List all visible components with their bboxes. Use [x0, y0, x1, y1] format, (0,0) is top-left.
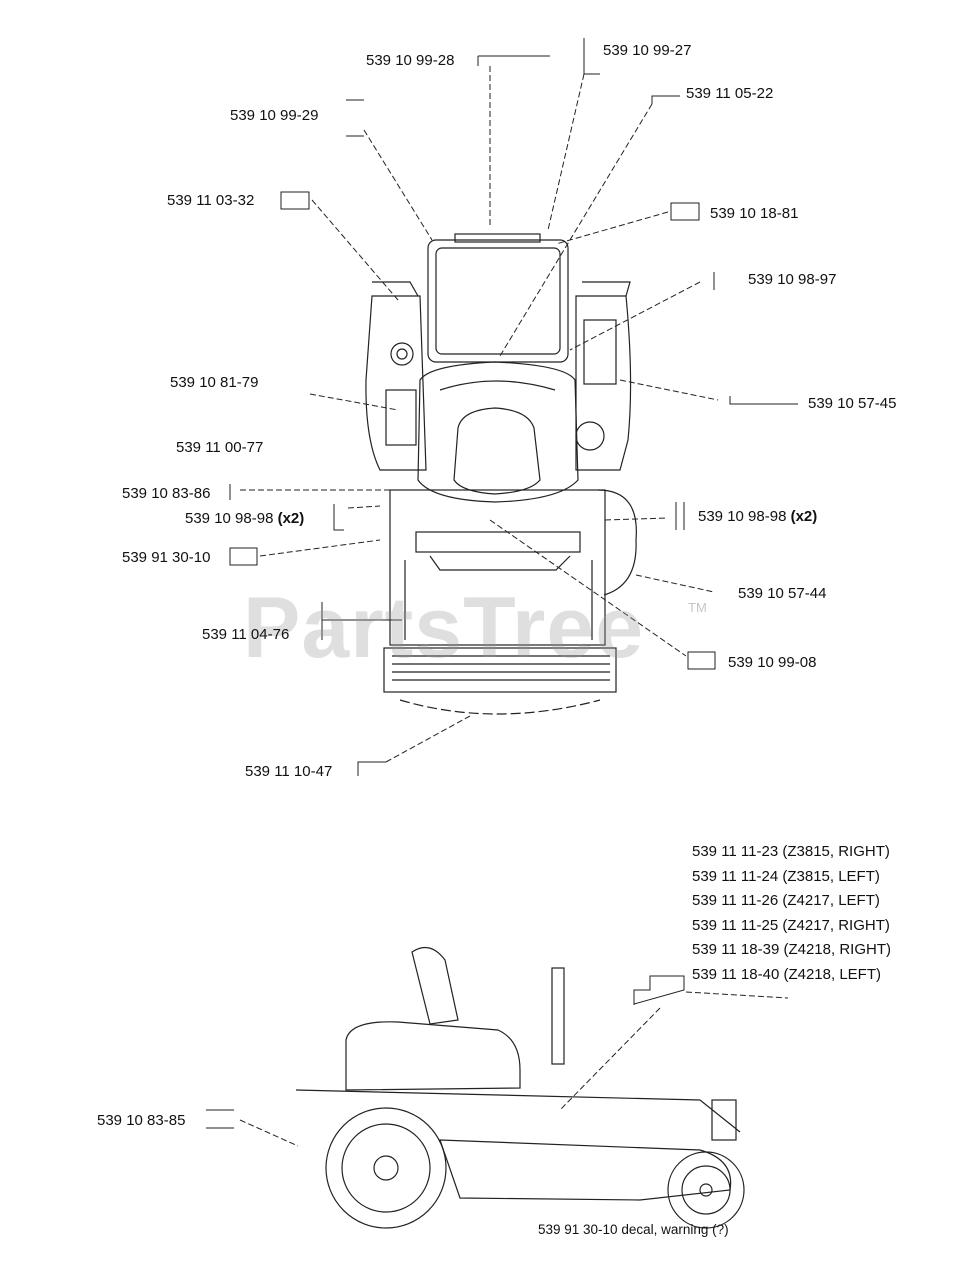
- watermark-trademark: TM: [688, 600, 707, 615]
- callout-539-10-57-44[interactable]: 539 10 57-44: [738, 585, 827, 602]
- variant-item[interactable]: 539 11 11-23 (Z3815, RIGHT): [692, 843, 890, 860]
- variant-item[interactable]: 539 11 18-39 (Z4218, RIGHT): [692, 941, 891, 958]
- callout-539-10-99-27[interactable]: 539 10 99-27: [603, 42, 692, 59]
- callout-539-10-99-08[interactable]: 539 10 99-08: [728, 654, 817, 671]
- callout-leaders: [206, 38, 798, 1147]
- footnote: 539 91 30-10 decal, warning (?): [538, 1222, 729, 1237]
- callout-539-10-81-79[interactable]: 539 10 81-79: [170, 374, 259, 391]
- quantity-label: (x2): [790, 508, 818, 525]
- watermark: PartsTree: [243, 580, 645, 676]
- quantity-label: (x2): [277, 510, 305, 527]
- callout-539-11-04-76[interactable]: 539 11 04-76: [202, 626, 290, 643]
- variant-item[interactable]: 539 11 11-26 (Z4217, LEFT): [692, 892, 880, 909]
- callout-539-91-30-10[interactable]: 539 91 30-10: [122, 549, 211, 566]
- callout-539-10-83-85[interactable]: 539 10 83-85: [97, 1112, 186, 1129]
- part-number: 539 10 98-98: [185, 510, 274, 527]
- callout-539-10-98-98-right[interactable]: 539 10 98-98 (x2): [698, 509, 817, 524]
- top-view-mower: [365, 233, 637, 715]
- callout-539-10-18-81[interactable]: 539 10 18-81: [710, 205, 799, 222]
- callout-539-11-03-32[interactable]: 539 11 03-32: [167, 192, 255, 209]
- callout-539-11-05-22[interactable]: 539 11 05-22: [686, 85, 774, 102]
- callout-539-10-99-29[interactable]: 539 10 99-29: [230, 107, 319, 124]
- variant-item[interactable]: 539 11 11-24 (Z3815, LEFT): [692, 867, 880, 885]
- part-number: 539 10 98-98: [698, 508, 787, 525]
- callout-539-10-98-98-left[interactable]: 539 10 98-98 (x2): [185, 511, 304, 526]
- variant-list: 539 11 11-23 (Z3815, RIGHT) 539 11 11-24…: [692, 840, 891, 987]
- callout-539-10-57-45[interactable]: 539 10 57-45: [808, 395, 897, 412]
- callout-539-10-98-97[interactable]: 539 10 98-97: [748, 271, 837, 288]
- callout-539-11-10-47[interactable]: 539 11 10-47: [245, 763, 333, 780]
- callout-539-11-00-77[interactable]: 539 11 00-77: [176, 439, 264, 456]
- callout-539-10-83-86[interactable]: 539 10 83-86: [122, 485, 211, 502]
- side-view-mower: [295, 946, 745, 1229]
- variant-item[interactable]: 539 11 11-25 (Z4217, RIGHT): [692, 916, 890, 934]
- callout-539-10-99-28[interactable]: 539 10 99-28: [366, 52, 455, 69]
- variant-item[interactable]: 539 11 18-40 (Z4218, LEFT): [692, 965, 881, 983]
